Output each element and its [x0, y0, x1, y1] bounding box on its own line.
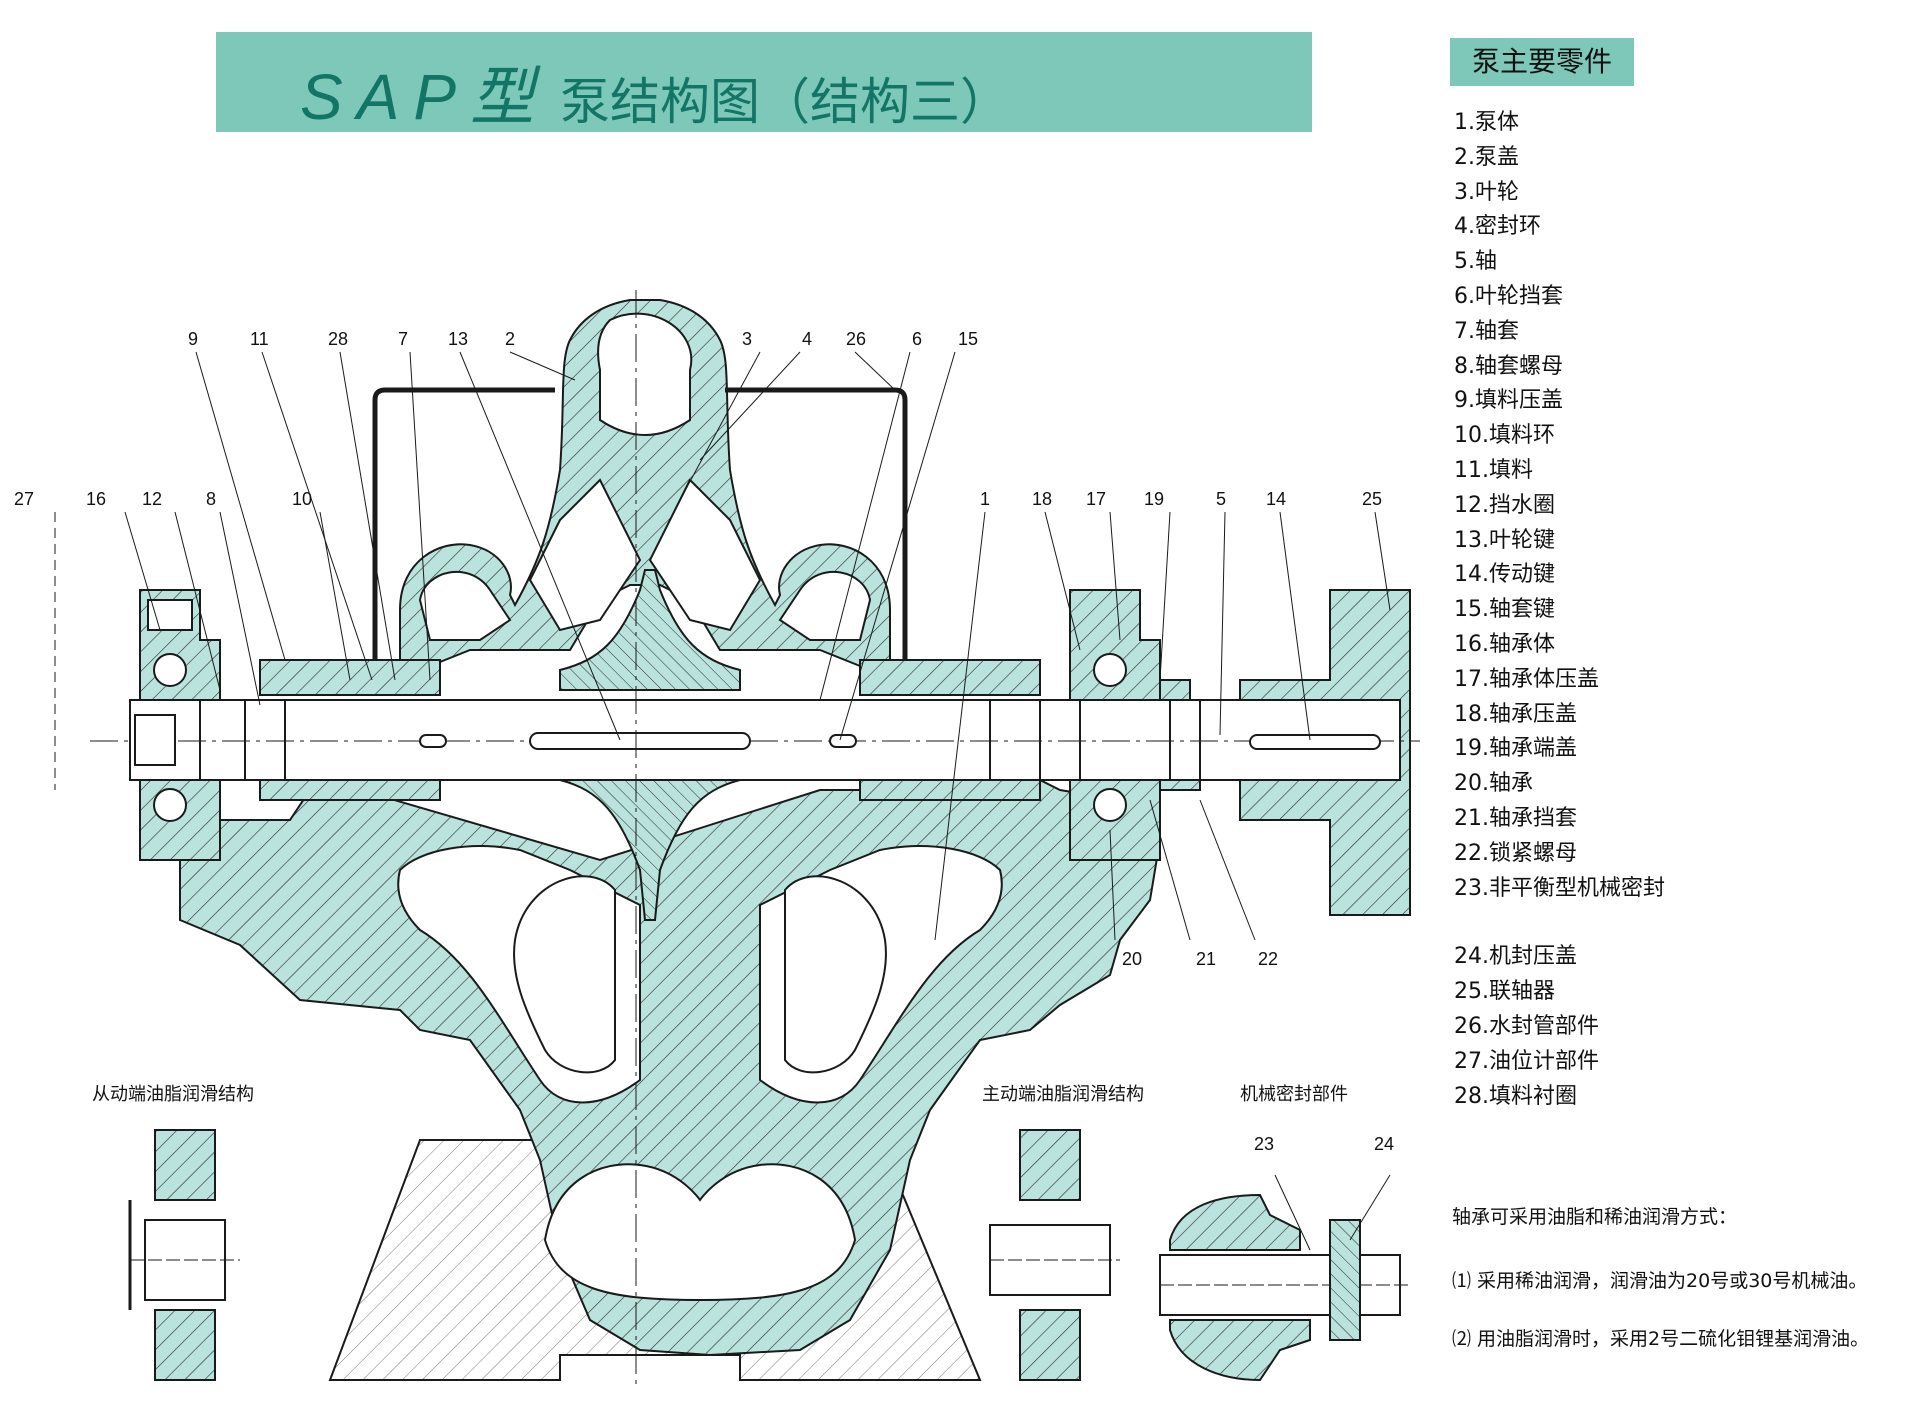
callout-18: 18 [1032, 489, 1052, 509]
part-item: 18.轴承压盖 [1454, 701, 1577, 727]
callout-28: 28 [328, 329, 348, 349]
part-item: 17.轴承体压盖 [1454, 666, 1599, 692]
part-item: 20.轴承 [1454, 771, 1533, 797]
part-item: 27.油位计部件 [1454, 1048, 1599, 1074]
part-item: 16.轴承体 [1454, 631, 1555, 657]
callout-1: 1 [980, 489, 990, 509]
callout-27: 27 [14, 489, 34, 509]
callout-5: 5 [1216, 489, 1226, 509]
callout-4: 4 [802, 329, 812, 349]
driving-end-assembly [989, 1129, 1120, 1381]
callout-23: 23 [1254, 1134, 1274, 1154]
callout-9: 9 [188, 329, 198, 349]
callout-10: 10 [292, 489, 312, 509]
part-item: 1.泵体 [1454, 110, 1519, 135]
caption-driving-end: 主动端油脂润滑结构 [982, 1084, 1144, 1105]
water-seal-pipe [372, 387, 555, 660]
note-item-2: ⑵ 用油脂润滑时，采用2号二硫化钼锂基润滑油。 [1452, 1328, 1870, 1350]
callout-13: 13 [448, 329, 468, 349]
callout-24: 24 [1374, 1134, 1394, 1154]
callout-20: 20 [1122, 949, 1142, 969]
part-item: 10.填料环 [1454, 423, 1555, 449]
driven-end-assembly [128, 1129, 240, 1381]
callout-16: 16 [86, 489, 106, 509]
parts-header: 泵主要零件 [1450, 38, 1634, 86]
note-intro: 轴承可采用油脂和稀油润滑方式： [1452, 1206, 1738, 1228]
part-item: 8.轴套螺母 [1454, 353, 1563, 379]
part-item: 12.挡水圈 [1454, 492, 1555, 518]
part-item: 19.轴承端盖 [1454, 736, 1577, 762]
callout-3: 3 [742, 329, 752, 349]
part-item: 23.非平衡型机械密封 [1454, 875, 1665, 901]
title-band [216, 32, 1312, 132]
callout-12: 12 [142, 489, 162, 509]
part-item: 25.联轴器 [1454, 979, 1555, 1005]
shaft [129, 699, 1401, 781]
callout-22: 22 [1258, 949, 1278, 969]
part-item: 2.泵盖 [1454, 144, 1519, 170]
part-item: 21.轴承挡套 [1454, 805, 1577, 831]
part-item: 26.水封管部件 [1454, 1013, 1599, 1039]
callout-8: 8 [206, 489, 216, 509]
part-item: 28.填料衬圈 [1454, 1083, 1577, 1109]
stuffing-box-right [859, 659, 1041, 696]
part-item: 9.填料压盖 [1454, 388, 1563, 414]
callout-11: 11 [250, 329, 269, 349]
part-item: 6.叶轮挡套 [1454, 283, 1563, 309]
part-item: 5.轴 [1454, 249, 1497, 275]
part-item: 7.轴套 [1454, 318, 1519, 344]
callout-6: 6 [912, 329, 922, 349]
callout-2: 2 [505, 329, 515, 349]
mech-seal-assembly [1159, 1193, 1410, 1382]
callout-26: 26 [846, 329, 866, 349]
note-item-1: ⑴ 采用稀油润滑，润滑油为20号或30号机械油。 [1452, 1270, 1868, 1292]
part-item: 4.密封环 [1454, 214, 1541, 240]
impeller [559, 569, 741, 691]
part-item: 3.叶轮 [1454, 179, 1519, 205]
callout-19: 19 [1144, 489, 1164, 509]
title-text: 泵结构图（结构三） [560, 73, 1010, 131]
part-item: 15.轴套键 [1454, 597, 1555, 623]
part-item: 11.填料 [1454, 457, 1533, 483]
callout-15: 15 [958, 329, 978, 349]
part-item: 22.锁紧螺母 [1454, 840, 1577, 866]
callout-7: 7 [398, 329, 408, 349]
caption-driven-end: 从动端油脂润滑结构 [92, 1084, 254, 1105]
callout-14: 14 [1266, 489, 1286, 509]
parts-list: 1.泵体 2.泵盖 3.叶轮 4.密封环 5.轴 6.叶轮挡套 7.轴套 8.轴… [1454, 106, 1665, 1114]
callout-25: 25 [1362, 489, 1382, 509]
part-item: 13.叶轮键 [1454, 527, 1555, 553]
part-item: 24.机封压盖 [1454, 944, 1577, 970]
title-model: SAP型 [300, 61, 549, 133]
callout-21: 21 [1196, 949, 1216, 969]
part-item: 14.传动键 [1454, 562, 1555, 588]
pump-cover [399, 299, 891, 691]
callout-17: 17 [1086, 489, 1106, 509]
caption-mech-seal: 机械密封部件 [1240, 1084, 1348, 1105]
